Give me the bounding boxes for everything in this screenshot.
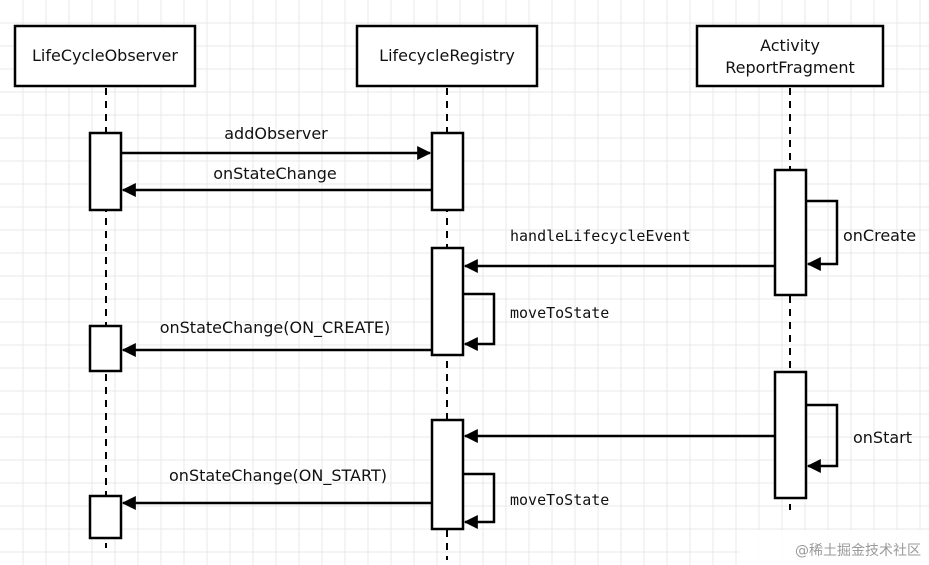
participant-fragment-label-line1: Activity [760,36,820,55]
message-on-start-label: onStart [853,428,912,447]
message-add-observer-label: addObserver [224,124,328,143]
participant-registry-label: LifecycleRegistry [379,46,515,65]
activation-registry-1 [430,131,465,212]
message-on-create-label: onCreate [843,226,916,245]
message-move-to-state-1: moveToState [463,292,609,351]
message-on-state-change-start: onStateChange(ON_START) [121,466,432,510]
activation-registry-3 [430,418,465,531]
participant-registry: LifecycleRegistry [355,24,539,88]
message-handle-lifecycle-event-label: handleLifecycleEvent [510,227,691,245]
message-on-state-change: onStateChange [121,164,432,197]
message-move-to-state-2: moveToState [463,472,609,529]
activation-fragment-1 [773,168,808,297]
participant-observer-label: LifeCycleObserver [32,46,178,65]
message-handle-lifecycle-event: handleLifecycleEvent [463,227,775,273]
watermark-text: @稀土掘金技术社区 [795,543,921,559]
message-move-to-state-1-label: moveToState [510,304,609,322]
activation-observer-2 [88,324,123,373]
message-move-to-state-2-label: moveToState [510,491,609,509]
activation-observer-1 [88,131,123,212]
message-on-state-change-create: onStateChange(ON_CREATE) [121,318,432,357]
activation-observer-3 [88,494,123,540]
message-on-state-change-start-label: onStateChange(ON_START) [169,466,387,486]
activation-fragment-2 [773,370,808,500]
watermark-background [740,530,929,565]
participant-fragment: Activity ReportFragment [695,24,885,88]
message-on-start: onStart [806,403,912,473]
participant-observer: LifeCycleObserver [13,24,197,88]
message-on-state-change-create-label: onStateChange(ON_CREATE) [160,318,391,338]
message-add-observer: addObserver [121,124,432,160]
message-on-create: onCreate [806,199,916,271]
message-on-state-change-label: onStateChange [213,164,337,183]
activation-registry-2 [430,246,465,357]
participant-fragment-label-line2: ReportFragment [725,58,854,77]
